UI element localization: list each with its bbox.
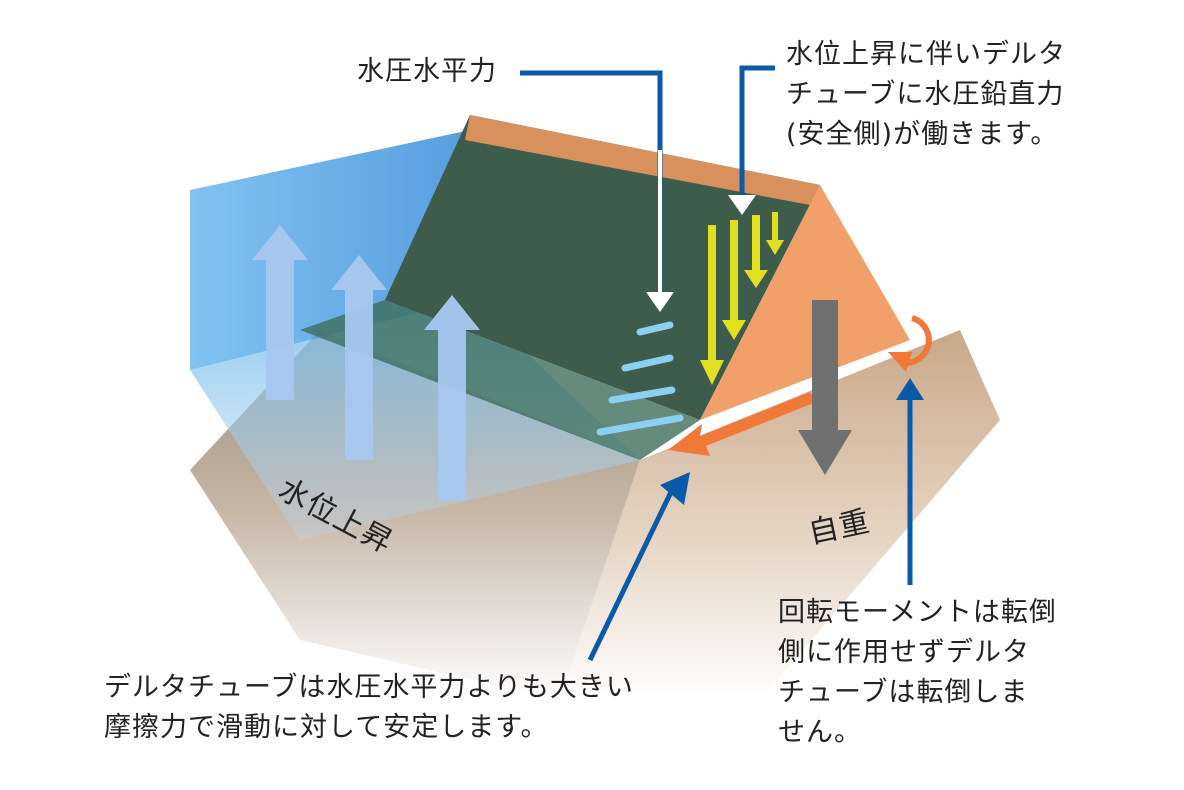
label-moment-note: 回転モーメントは転倒 側に作用せずデルタ チューブは転倒しま せん。	[778, 593, 1057, 753]
up-arrow-3	[424, 295, 480, 500]
label-vertical-pressure: 水位上昇に伴いデルタ チューブに水圧鉛直力 (安全側)が働きます。	[786, 35, 1066, 155]
ground-mound-right	[560, 330, 1000, 700]
label-vertical-pressure-line-3: (安全側)が働きます。	[786, 119, 1059, 150]
callout-horizontal-pressure-head	[646, 292, 674, 312]
up-arrow-2	[331, 255, 387, 460]
h-stroke-2	[621, 354, 674, 372]
vertical-pressure-arrows	[700, 212, 784, 385]
rotation-arrow-head	[888, 352, 912, 372]
callout-up-lines	[587, 400, 913, 662]
h-stroke-1	[636, 321, 674, 336]
label-vertical-pressure-line-2: チューブに水圧鉛直力	[786, 79, 1065, 110]
callout-friction-head	[660, 472, 690, 505]
down-arrow-1	[700, 225, 724, 385]
callout-moment-head	[896, 378, 924, 400]
tube-side-face	[700, 185, 910, 420]
tube-front-face	[300, 300, 700, 460]
label-moment-note-line-4: せん。	[778, 717, 862, 748]
tube-top-rim	[465, 115, 820, 205]
label-moment-note-line-1: 回転モーメントは転倒	[778, 597, 1057, 628]
down-arrow-3	[744, 215, 768, 288]
label-horizontal-pressure: 水圧水平力	[357, 56, 497, 87]
label-vertical-pressure-line-1: 水位上昇に伴いデルタ	[786, 39, 1066, 70]
callout-friction-line	[587, 488, 675, 662]
h-stroke-4	[596, 414, 684, 436]
self-weight-arrow	[798, 300, 852, 475]
up-arrow-1	[252, 225, 308, 400]
down-arrow-4	[766, 212, 784, 255]
friction-arrow	[668, 392, 816, 456]
down-arrow-2	[722, 220, 746, 340]
label-moment-note-line-2: 側に作用せずデルタ	[778, 637, 1030, 668]
horizontal-pressure-strokes	[596, 321, 684, 436]
label-moment-note-line-3: チューブは転倒しま	[778, 677, 1029, 708]
label-friction-note: デルタチューブは水圧水平力よりも大きい 摩擦力で滑動に対して安定します。	[104, 668, 634, 748]
h-stroke-3	[608, 386, 676, 404]
label-friction-note-line-1: デルタチューブは水圧水平力よりも大きい	[104, 672, 634, 703]
water-rise-arrows	[252, 225, 480, 500]
callout-vertical-pressure-head	[728, 195, 756, 215]
rotation-arrow	[899, 315, 932, 366]
callout-vertical-pressure	[739, 65, 775, 195]
label-friction-note-line-2: 摩擦力で滑動に対して安定します。	[104, 712, 549, 743]
